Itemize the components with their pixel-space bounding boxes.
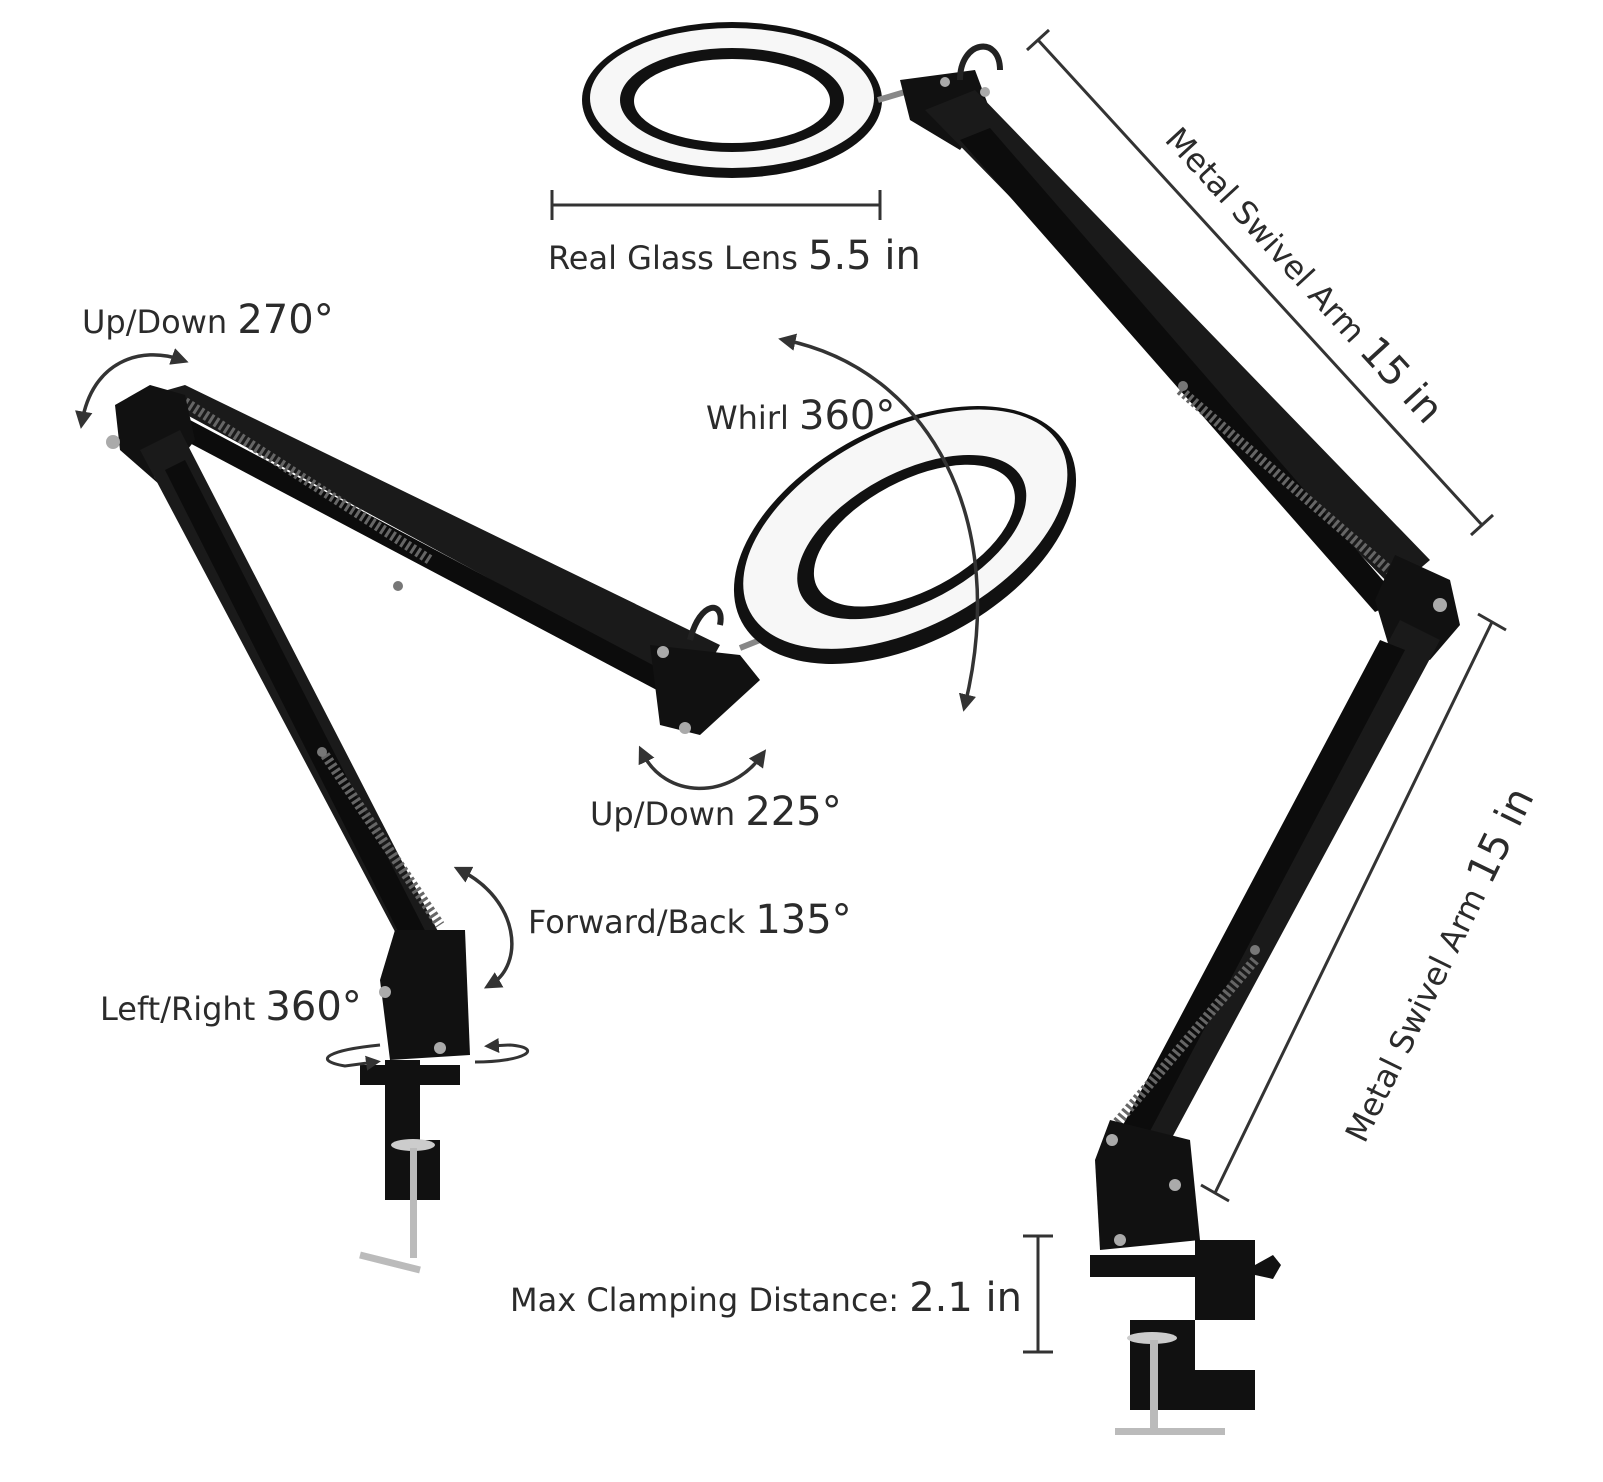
- whirl-360-arrow: [778, 333, 980, 712]
- top-lamp-head: [582, 22, 1003, 178]
- lens-label-value: 5.5 in: [808, 233, 921, 279]
- left-right-label: Left/Right 360°: [100, 987, 362, 1027]
- lens-label: Real Glass Lens 5.5 in: [548, 236, 921, 276]
- left-lower-arm: [140, 430, 445, 965]
- left-right-label-name: Left/Right: [100, 990, 256, 1028]
- forward-back-label: Forward/Back 135°: [528, 900, 852, 940]
- clamp-label: Max Clamping Distance: 2.1 in: [510, 1278, 1022, 1318]
- whirl-label-value: 360°: [799, 393, 896, 439]
- updown-head-label-value: 225°: [745, 789, 842, 835]
- forward-back-label-name: Forward/Back: [528, 903, 746, 941]
- whirl-label: Whirl 360°: [706, 396, 895, 436]
- forward-back-135-arrow: [453, 866, 514, 989]
- right-lower-arm: [1111, 620, 1440, 1160]
- lens-label-name: Real Glass Lens: [548, 239, 798, 277]
- left-upper-arm: [150, 385, 720, 705]
- clamp-label-value: 2.1 in: [909, 1275, 1022, 1321]
- left-right-360-arrow-right: [474, 1038, 530, 1064]
- right-clamp: [1090, 1120, 1281, 1435]
- updown-top-label-value: 270°: [237, 297, 334, 343]
- left-right-360-arrow-left: [325, 1043, 381, 1071]
- lens-dimension-line: [550, 190, 882, 220]
- updown-top-label: Up/Down 270°: [82, 300, 334, 340]
- updown-270-arrow: [75, 348, 189, 429]
- left-clamp: [359, 930, 470, 1274]
- arm-top-dimension-line: [1025, 28, 1495, 537]
- clamp-dimension-line: [1023, 1234, 1053, 1354]
- left-right-label-value: 360°: [265, 984, 362, 1030]
- updown-head-label: Up/Down 225°: [590, 792, 842, 832]
- updown-225-arrow: [638, 745, 767, 791]
- right-upper-arm: [925, 90, 1430, 612]
- left-head-joint: [650, 604, 762, 735]
- forward-back-label-value: 135°: [755, 897, 852, 943]
- updown-head-label-name: Up/Down: [590, 795, 736, 833]
- clamp-label-name: Max Clamping Distance:: [510, 1281, 900, 1319]
- updown-top-label-name: Up/Down: [82, 303, 228, 341]
- whirl-label-name: Whirl: [706, 399, 789, 437]
- arm-bottom-dimension-line: [1200, 612, 1507, 1203]
